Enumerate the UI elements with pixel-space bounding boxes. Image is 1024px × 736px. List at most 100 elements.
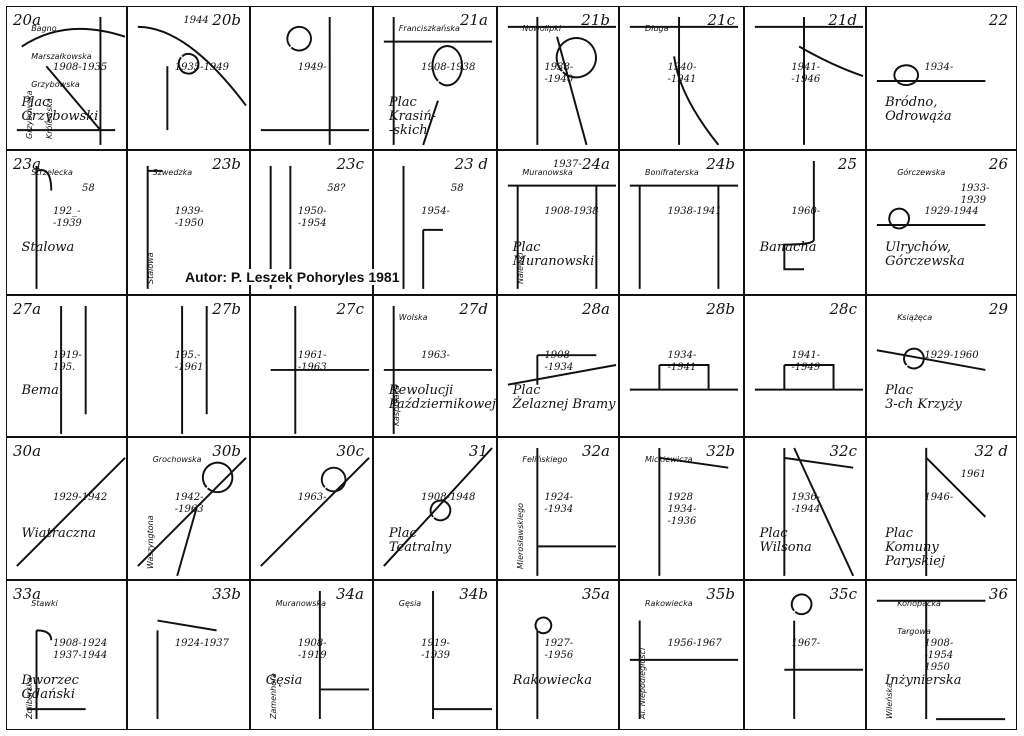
cell-code: 23c [336,155,365,173]
track-sketch [754,17,864,145]
street-label: Rakowiecka [645,599,693,608]
author-credit: Autor: P. Leszek Pohoryles 1981 [183,269,402,285]
cell-dates: 1949- [297,61,327,73]
diagram-cell: 1949- [250,6,373,150]
street-label: Grochowska [152,455,202,465]
track-line [402,165,443,289]
place-name: Plac Teatralny [388,525,452,555]
cell-dates: 1934- [924,61,954,73]
cell-dates: 1908- -1934 [544,349,574,373]
cell-code: 23b [212,155,241,173]
street-label: Gęsia [398,599,422,608]
track-sketch [260,17,370,145]
cell-code: 28c [829,300,858,318]
track-line [16,17,126,145]
cell-note: 1961 [960,469,987,481]
cell-code: 35c [829,585,858,603]
track-line [876,207,986,230]
place-name: Dworzec Gdański [21,673,79,702]
cell-dates: 1908- -1919 [297,638,327,661]
track-line [181,305,208,434]
track-sketch [318,591,370,719]
track-sketch [270,305,370,434]
track-sketch [783,161,815,271]
street-label: Długa [645,24,669,34]
street-label: Królewska [45,98,54,139]
place-name: Stalowa [21,239,75,255]
cell-code: 29 [988,300,1008,318]
cell-code: 28b [706,300,735,318]
track-line [536,448,617,576]
street-label: Muranowska [522,168,573,178]
cell-code: 34b [459,585,488,603]
cell-dates: 1939- -1950 [174,206,204,230]
track-sketch [925,447,987,577]
place-name: Plac 3-ch Krzyży [885,383,962,413]
top-dates: 1944 [183,15,209,26]
track-sketch [876,599,1006,721]
cell-code: 20a [13,11,42,29]
cell-code: 30c [336,442,365,460]
track-line [507,354,617,386]
top-dates: 1937- [552,159,582,170]
track-line [925,447,987,577]
cell-dates: 1924- -1934 [544,492,574,516]
place-name: Bema [21,383,59,399]
track-line [754,364,864,391]
track-line [383,305,493,434]
cell-code: 22 [988,11,1008,29]
street-label: Al. Niepodległości [638,647,647,719]
street-label: Konopacka [897,599,941,608]
cell-code: 30b [212,442,241,460]
cell-dates: 1924-1937 [174,638,230,649]
cell-dates: 1908- -1954 1950 [924,638,954,673]
cell-code: 27a [13,300,42,318]
track-sketch [137,457,247,577]
cell-dates: 1946- [924,492,954,504]
track-line [754,17,864,145]
track-line [269,165,292,289]
cell-note: 58 [82,182,95,194]
place-name: Plac Krasiń- -skich [388,95,437,139]
track-sketch [784,593,864,719]
street-label: Zamenhofa [269,673,278,719]
track-sketch [507,184,617,289]
track-line [507,17,617,146]
track-sketch [876,207,986,230]
cell-code: 23 d [454,155,488,173]
cell-code: 21d [828,11,857,29]
track-sketch [629,620,739,719]
track-sketch [876,64,986,86]
track-line [146,165,163,289]
track-sketch [432,591,493,719]
cell-code: 32c [829,442,858,460]
cell-code: 36 [988,585,1008,603]
street-label: Wileńska [885,682,894,719]
track-sketch [16,457,126,567]
cell-dates: 1954- [421,206,450,218]
track-sketch [536,448,617,576]
street-label: Stalowa [146,252,155,284]
track-sketch [629,16,739,146]
track-sketch [383,16,493,146]
track-line [260,17,370,145]
cell-dates: 1936- -1944 [791,492,821,516]
cell-dates: 1960- [791,206,821,218]
cell-code: 35a [581,585,610,603]
cell-code: 26 [988,155,1008,173]
street-label: Stawki [31,599,58,608]
place-name: Plac Wilsona [759,525,812,555]
